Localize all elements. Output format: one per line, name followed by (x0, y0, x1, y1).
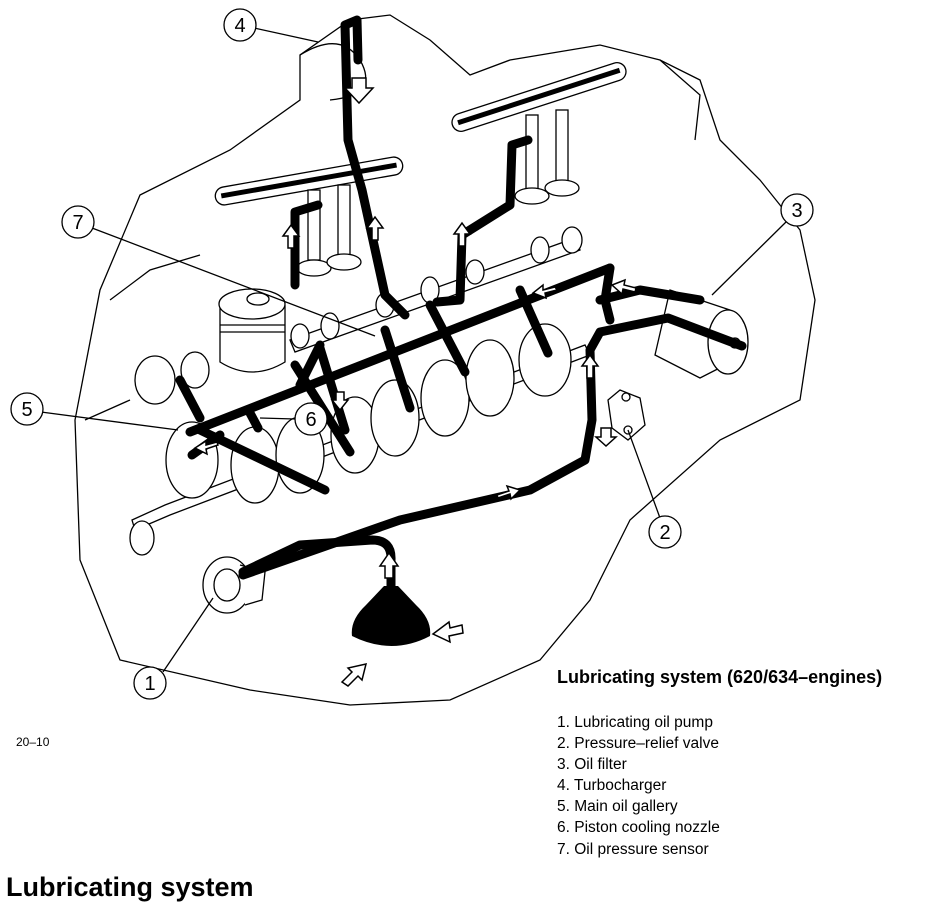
legend-item: 3. Oil filter (557, 756, 627, 774)
arrow-left-gallery (531, 283, 559, 300)
arrow-up-right-valve (452, 221, 472, 247)
legend-item: 1. Lubricating oil pump (557, 714, 713, 731)
oil-strainer (351, 586, 431, 646)
callouts: 1 2 3 4 5 6 7 (10, 8, 814, 700)
arrow-up-mid (365, 215, 385, 241)
arrow-intake-right (431, 620, 464, 644)
legend-item: 7. Oil pressure sensor (557, 840, 709, 858)
arrow-right-feed (496, 484, 522, 501)
camshaft (289, 226, 583, 353)
arrow-down-turbo (343, 77, 375, 105)
legend-item: 4. Turbocharger (557, 777, 667, 795)
callout-6: 6 (305, 409, 316, 431)
crankshaft (129, 323, 591, 556)
legend-item: 6. Piston cooling nozzle (557, 819, 720, 837)
legend-item: 2. Pressure–relief valve (557, 735, 719, 753)
figure-legend: 1. Lubricating oil pump 2. Pressure–reli… (557, 712, 720, 860)
callout-4: 4 (234, 15, 245, 37)
arrow-down-crank (330, 391, 350, 412)
arrow-up-pump-feed (378, 551, 400, 579)
arrow-up-relief (580, 353, 600, 379)
relief-valve-body (607, 389, 646, 441)
figure-code: 20–10 (16, 735, 50, 749)
callout-1: 1 (144, 673, 155, 695)
callout-5: 5 (21, 399, 32, 421)
piston (218, 288, 286, 373)
arrow-up-left-valve (281, 223, 301, 249)
arrow-left-gallery-end (193, 439, 219, 456)
callout-7: 7 (72, 212, 83, 234)
arrow-intake-left (340, 663, 368, 687)
callout-3: 3 (791, 200, 802, 222)
engine-outline (74, 14, 816, 706)
page-heading: Lubricating system (6, 872, 254, 902)
figure-caption-title: Lubricating system (620/634–engines) (557, 667, 883, 687)
flow-arrows (193, 77, 637, 687)
callout-2: 2 (659, 522, 670, 544)
legend-item: 5. Main oil gallery (557, 798, 678, 816)
oil-circuit (175, 15, 747, 591)
arrow-down-relief-drain (594, 427, 618, 448)
arrow-left-filter (610, 278, 637, 296)
